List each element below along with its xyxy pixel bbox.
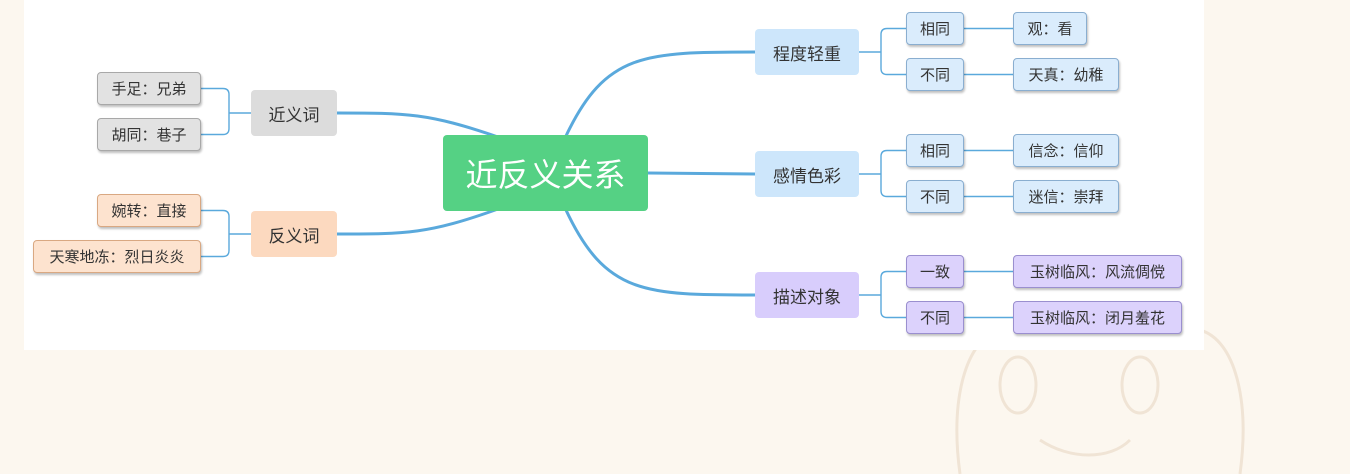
relation-degree-diff[interactable]: 不同 bbox=[906, 58, 964, 91]
leaf-synonym-1[interactable]: 手足：兄弟 bbox=[97, 72, 201, 105]
relation-sentiment-diff[interactable]: 不同 bbox=[906, 180, 964, 213]
relation-object-same[interactable]: 一致 bbox=[906, 255, 964, 288]
relation-sentiment-same[interactable]: 相同 bbox=[906, 134, 964, 167]
mind-map-canvas: 近反义关系 近义词 手足：兄弟 胡同：巷子 反义词 婉转：直接 天寒地冻：烈日炎… bbox=[24, 0, 1204, 350]
bracket-degree bbox=[880, 27, 906, 76]
root-node[interactable]: 近反义关系 bbox=[443, 135, 648, 211]
example-sentiment-diff[interactable]: 迷信：崇拜 bbox=[1013, 180, 1119, 213]
leaf-antonym-1[interactable]: 婉转：直接 bbox=[97, 194, 201, 227]
relation-degree-same[interactable]: 相同 bbox=[906, 12, 964, 45]
connector-lines bbox=[201, 27, 1013, 319]
link-root-branch-degree bbox=[564, 50, 756, 138]
example-object-same[interactable]: 玉树临风：风流倜傥 bbox=[1013, 255, 1182, 288]
leaf-synonym-2[interactable]: 胡同：巷子 bbox=[97, 118, 201, 151]
branch-degree[interactable]: 程度轻重 bbox=[755, 29, 859, 75]
bracket-object bbox=[880, 270, 906, 319]
leaf-antonym-2[interactable]: 天寒地冻：烈日炎炎 bbox=[33, 240, 201, 273]
example-sentiment-same[interactable]: 信念：信仰 bbox=[1013, 134, 1119, 167]
example-degree-same[interactable]: 观：看 bbox=[1013, 12, 1087, 45]
bracket-antonyms bbox=[201, 209, 230, 258]
relation-object-diff[interactable]: 不同 bbox=[906, 301, 964, 334]
example-degree-diff[interactable]: 天真：幼稚 bbox=[1013, 58, 1119, 91]
branch-antonyms[interactable]: 反义词 bbox=[251, 211, 337, 257]
branch-near-synonyms[interactable]: 近义词 bbox=[251, 90, 337, 136]
link-root-branch-antonyms bbox=[336, 207, 499, 236]
link-root-branch-near-synonyms bbox=[336, 111, 499, 139]
link-root-branch-sentiment bbox=[647, 171, 756, 176]
branch-object[interactable]: 描述对象 bbox=[755, 272, 859, 318]
example-object-diff[interactable]: 玉树临风：闭月羞花 bbox=[1013, 301, 1182, 334]
branch-sentiment[interactable]: 感情色彩 bbox=[755, 151, 859, 197]
bracket-synonyms bbox=[201, 87, 230, 136]
link-root-branch-object bbox=[564, 208, 756, 297]
bracket-sentiment bbox=[880, 149, 906, 198]
